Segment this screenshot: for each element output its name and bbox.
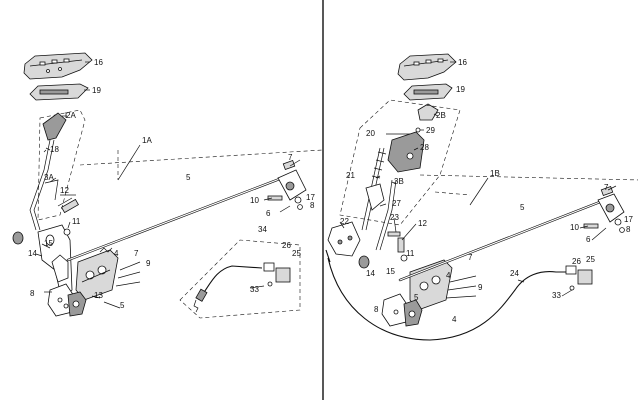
callout-12: 12 [60, 186, 69, 195]
callout-1a: 1A [142, 136, 152, 145]
rod-end-part-r [583, 185, 625, 233]
gate-cover-part-r [397, 53, 457, 81]
bolt-part [57, 197, 79, 214]
callout-4-r: 4 [446, 271, 451, 280]
callout-7-r: 7 [468, 253, 473, 262]
right-callouts: 16 19 2B 1B 20 29 28 21 3B 27 23 22 12 1… [340, 58, 633, 324]
callout-15: 15 [44, 239, 53, 248]
callout-19: 19 [92, 86, 101, 95]
callout-26: 26 [282, 241, 291, 250]
callout-16: 16 [94, 58, 103, 67]
callout-6: 6 [266, 209, 271, 218]
callout-24: 24 [510, 269, 519, 278]
callout-17-r: 17 [624, 215, 633, 224]
callout-2b: 2B [436, 111, 446, 120]
callout-5-r: 5 [520, 203, 525, 212]
callout-33-r: 33 [552, 291, 561, 300]
callout-23: 23 [390, 213, 399, 222]
callout-15-r: 15 [386, 267, 395, 276]
gate-plate-part [29, 83, 89, 101]
callout-7b-r: 7 [604, 183, 609, 192]
callout-5b: 5 [120, 301, 125, 310]
left-callouts: 16 19 2A 1A 18 3A 12 11 15 14 4 7 9 8 13… [28, 58, 315, 310]
callout-5b-r: 5 [414, 293, 419, 302]
callout-28: 28 [420, 143, 429, 152]
callout-25: 25 [292, 249, 301, 258]
callout-6-r: 6 [586, 235, 591, 244]
rod-end-part [267, 159, 307, 210]
left-leaders [35, 112, 301, 309]
callout-4: 4 [114, 249, 119, 258]
right-assembly [325, 53, 638, 341]
callout-17: 17 [306, 193, 315, 202]
gate-cover-part [23, 52, 93, 80]
callout-10-r: 10 [570, 223, 579, 232]
right-leaders [339, 113, 617, 297]
callout-25-r: 25 [586, 255, 595, 264]
callout-14-r: 14 [366, 269, 375, 278]
callout-2a: 2A [66, 111, 76, 120]
callout-26-r: 26 [572, 257, 581, 266]
callout-8-r: 8 [374, 305, 379, 314]
callout-14: 14 [28, 249, 37, 258]
cable-part [193, 262, 291, 313]
callout-11-r: 11 [406, 249, 415, 258]
callout-7b: 7 [288, 153, 293, 162]
callout-9: 9 [146, 259, 151, 268]
callout-18: 18 [50, 145, 59, 154]
callout-16-r: 16 [458, 58, 467, 67]
callout-10: 10 [250, 196, 259, 205]
callout-8b-r: 8 [626, 225, 631, 234]
callout-20: 20 [366, 129, 375, 138]
callout-8b: 8 [310, 201, 315, 210]
callout-3b: 3B [394, 177, 404, 186]
callout-7: 7 [134, 249, 139, 258]
callout-13: 13 [94, 291, 103, 300]
callout-34: 34 [258, 225, 267, 234]
callout-12-r: 12 [418, 219, 427, 228]
callout-9-r: 9 [478, 283, 483, 292]
shift-knob-part [42, 112, 67, 141]
callout-21: 21 [346, 171, 355, 180]
callout-11: 11 [72, 217, 81, 226]
callout-19-r: 19 [456, 85, 465, 94]
callout-22: 22 [340, 217, 349, 226]
callout-4b-r: 4 [452, 315, 457, 324]
callout-33: 33 [250, 285, 259, 294]
callout-1b: 1B [490, 169, 500, 178]
callout-5: 5 [186, 173, 191, 182]
left-assembly [12, 52, 323, 319]
callout-8: 8 [30, 289, 35, 298]
callout-29: 29 [426, 126, 435, 135]
callout-3a: 3A [44, 173, 54, 182]
callout-27: 27 [392, 199, 401, 208]
